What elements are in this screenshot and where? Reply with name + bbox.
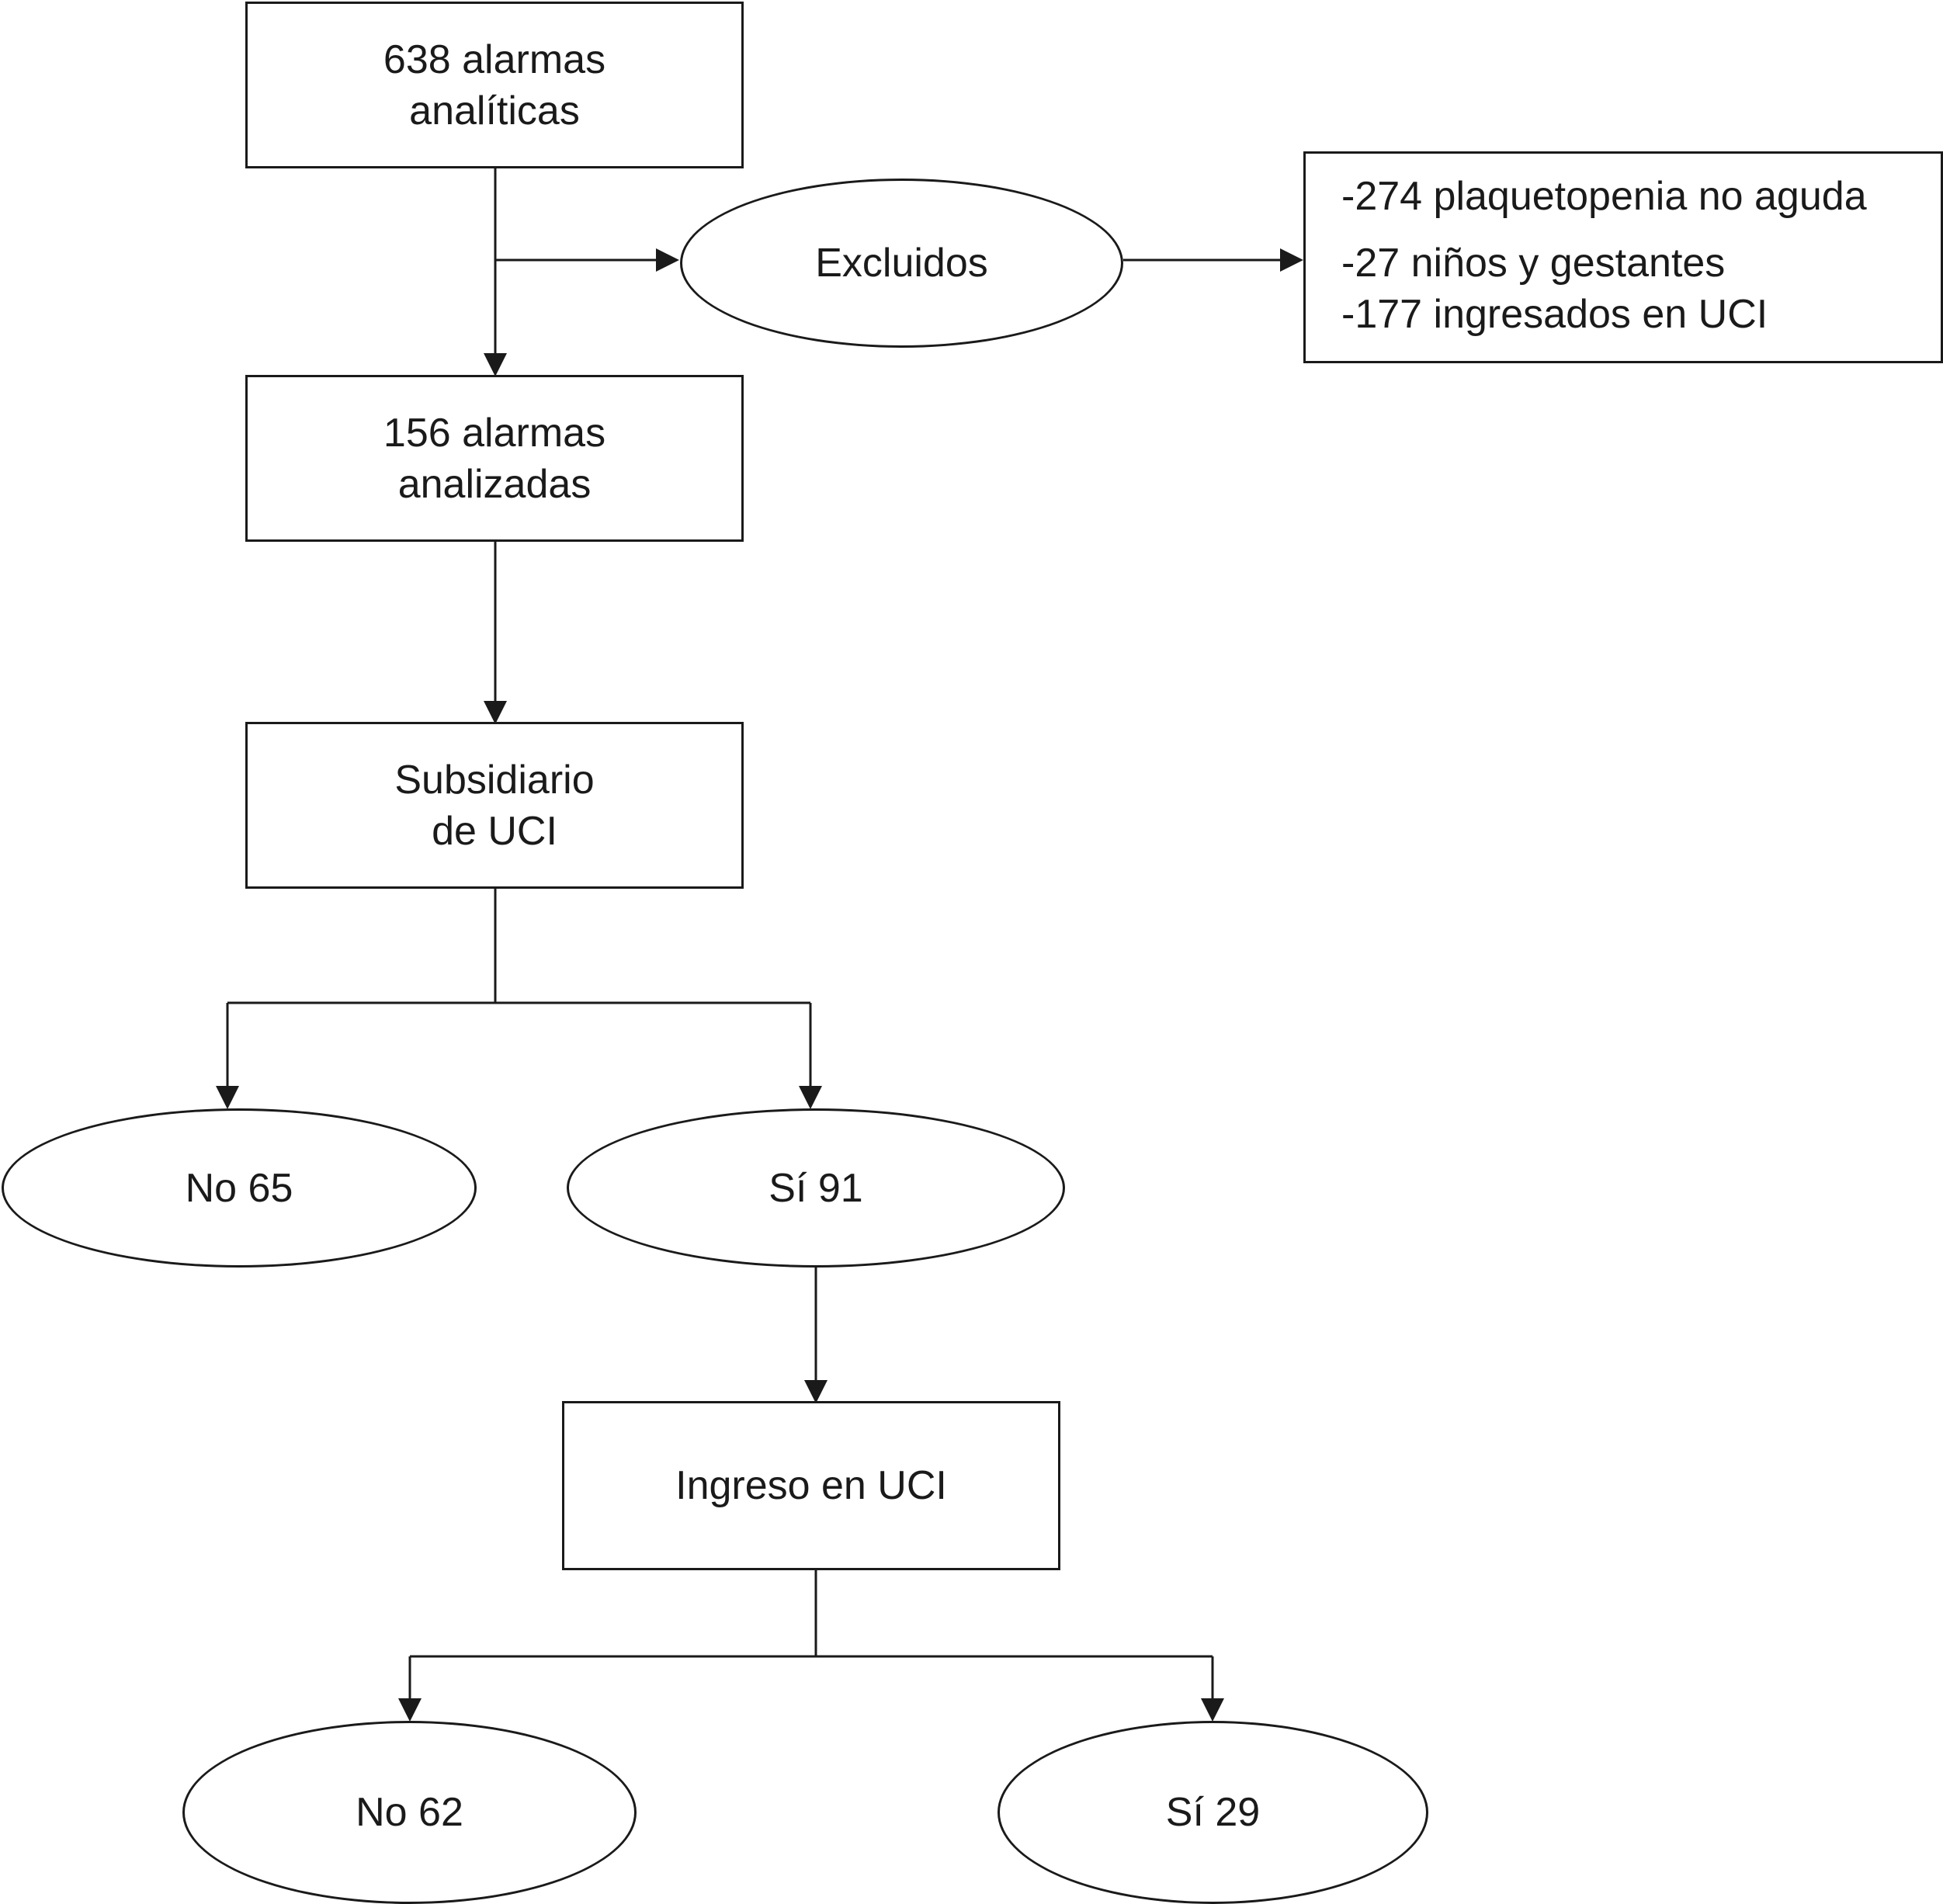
node-analyzed-alarms-line-2: analizadas: [397, 461, 592, 507]
node-exclusion-reasons: -274 plaquetopenia no aguda -27 niños y …: [1303, 151, 1943, 363]
node-icu-admission-yes: Sí 29: [998, 1721, 1428, 1904]
node-total-alarms-line-2: analíticas: [409, 88, 580, 134]
node-analyzed-alarms: 156 alarmas analizadas: [245, 375, 744, 542]
exclusion-reason-children-pregnant: -27 niños y gestantes: [1341, 241, 1726, 286]
node-icu-candidate-line-1: Subsidiario: [394, 757, 595, 803]
node-analyzed-alarms-line-1: 156 alarmas: [383, 410, 606, 456]
node-icu-candidate-line-2: de UCI: [432, 808, 557, 854]
node-icu-candidate: Subsidiario de UCI: [245, 722, 744, 889]
exclusion-reason-platelets: -274 plaquetopenia no aguda: [1341, 174, 1867, 219]
node-icu-candidate-no-label: No 65: [185, 1165, 293, 1211]
node-icu-admission-yes-label: Sí 29: [1165, 1790, 1261, 1835]
node-icu-admission: Ingreso en UCI: [562, 1401, 1060, 1570]
node-total-alarms: 638 alarmas analíticas: [245, 2, 744, 168]
node-icu-candidate-yes-label: Sí 91: [769, 1165, 863, 1211]
exclusion-reason-icu-admitted: -177 ingresados en UCI: [1341, 292, 1768, 337]
node-icu-admission-no: No 62: [182, 1721, 637, 1904]
node-total-alarms-line-1: 638 alarmas: [383, 36, 606, 82]
node-icu-candidate-yes: Sí 91: [567, 1108, 1065, 1268]
node-icu-candidate-no: No 65: [2, 1108, 477, 1268]
node-icu-admission-no-label: No 62: [356, 1790, 463, 1835]
node-excluded: Excluidos: [680, 179, 1123, 348]
node-excluded-label: Excluidos: [815, 241, 988, 286]
node-icu-admission-label: Ingreso en UCI: [675, 1463, 947, 1508]
